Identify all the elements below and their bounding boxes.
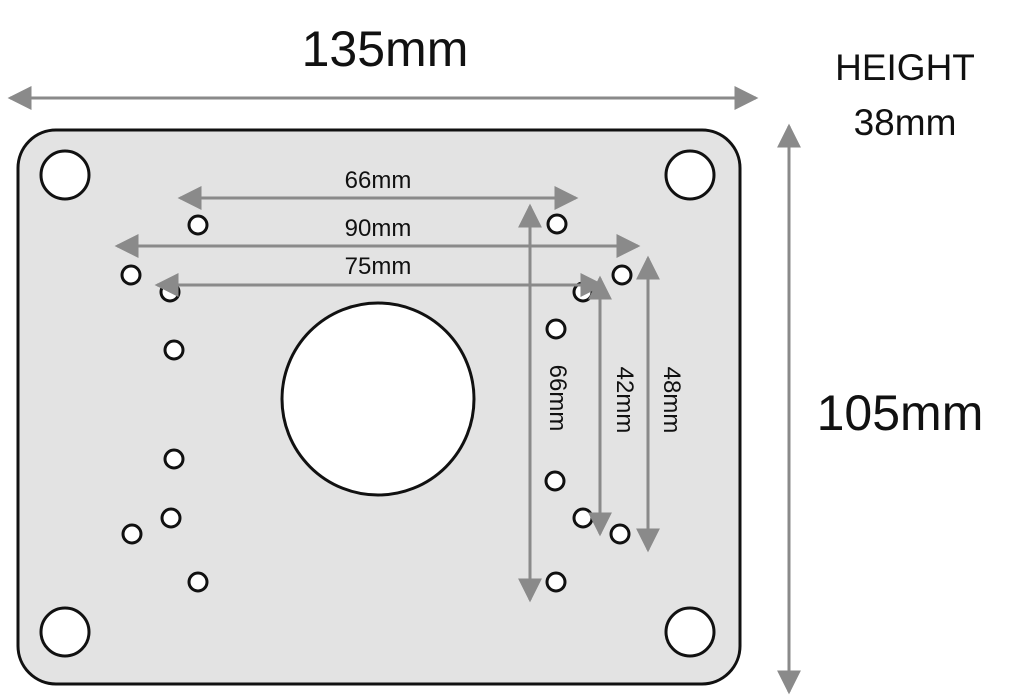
overall-width-label: 135mm [302,21,469,77]
mounting-hole [545,318,567,340]
inner-width-90-label: 90mm [345,215,412,242]
corner-hole-top-right [664,149,716,201]
corner-hole-bottom-left [39,606,91,658]
inner-height-48-label: 48mm [658,367,685,434]
inner-height-42-label: 42mm [611,367,638,434]
mounting-hole [544,470,566,492]
inner-width-66-label: 66mm [345,167,412,194]
height-value-label: 38mm [854,102,957,143]
overall-height-label: 105mm [817,385,984,441]
corner-hole-top-left [39,149,91,201]
mounting-hole [545,571,567,593]
mounting-hole [163,448,185,470]
mounting-hole [163,339,185,361]
mounting-hole [121,523,143,545]
mounting-hole [572,507,594,529]
inner-height-66-label: 66mm [544,365,571,432]
mounting-hole [187,571,209,593]
mounting-hole [120,264,142,286]
mounting-hole [187,214,209,236]
corner-hole-bottom-right [664,606,716,658]
mounting-hole [160,507,182,529]
height-title-label: HEIGHT [835,47,975,88]
inner-width-75-label: 75mm [345,253,412,280]
mounting-hole [546,213,568,235]
mounting-hole [609,523,631,545]
center-hole [280,301,476,497]
mounting-hole [611,264,633,286]
